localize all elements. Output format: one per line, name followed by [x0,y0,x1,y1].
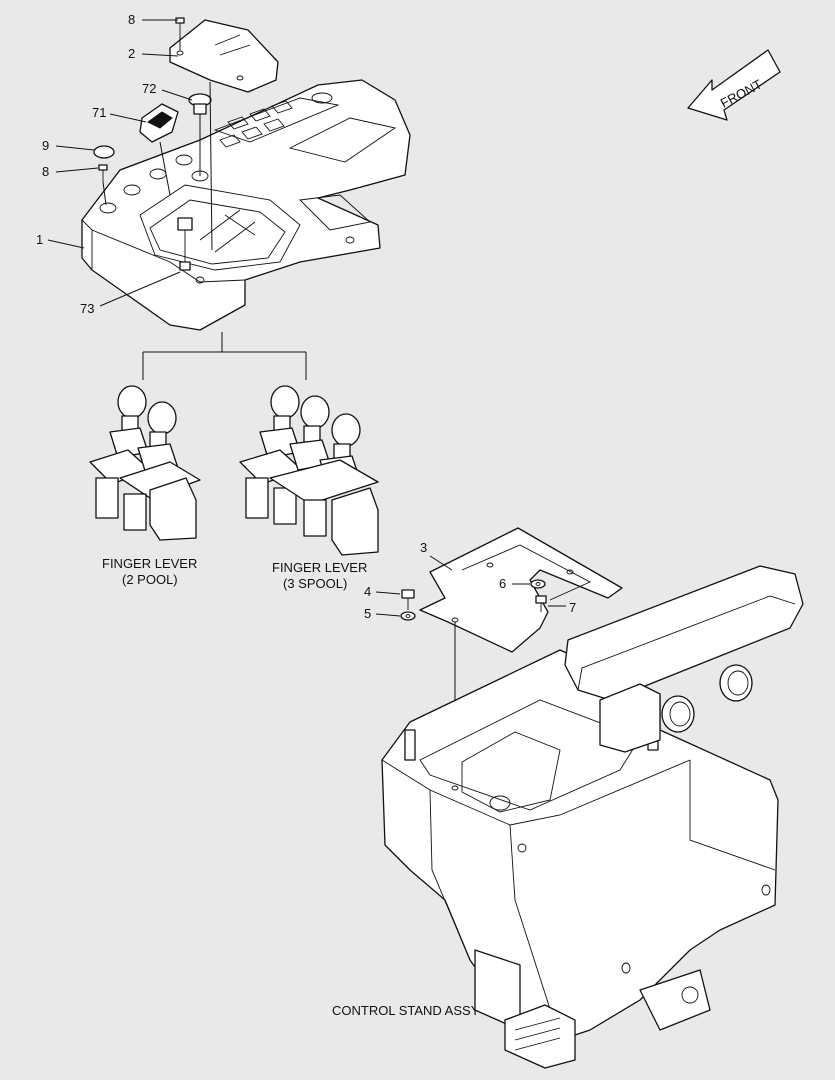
lever-e [269,413,379,556]
control-stand [381,565,804,1069]
washer-6 [530,579,546,589]
callout-6: 6 [499,576,506,591]
callout-71: 71 [92,105,106,120]
harness-73 [177,217,193,271]
callouts-upper: 8 2 72 71 9 8 1 73 [36,12,193,316]
callout-9: 9 [42,138,49,153]
callout-72: 72 [142,81,156,96]
lever-c [239,385,303,519]
callout-8-left: 8 [42,164,49,179]
caption-control-stand: CONTROL STAND ASSY [332,1003,480,1018]
callout-3: 3 [420,540,427,555]
bracket-3 [419,527,623,653]
washer-5 [400,611,416,621]
caption-finger-2-line1: FINGER LEVER [102,556,197,571]
rocker-switch-71 [139,103,179,143]
callout-73: 73 [80,301,94,316]
button-72 [188,93,212,115]
captions: FINGER LEVER (2 POOL) FINGER LEVER (3 SP… [102,556,480,1018]
lever-b [119,401,201,541]
finger-lever-2-spool [89,385,201,541]
callout-1: 1 [36,232,43,247]
console-cover [81,79,411,331]
plug-9 [93,145,115,159]
callout-4: 4 [364,584,371,599]
caption-finger-3-line1: FINGER LEVER [272,560,367,575]
bolt-7 [535,595,547,612]
bolt-4 [401,589,415,610]
caption-finger-3-line2: (3 SPOOL) [283,576,347,591]
callout-7: 7 [569,600,576,615]
caption-finger-2-line2: (2 POOL) [122,572,178,587]
callout-5: 5 [364,606,371,621]
variant-bracket [142,332,307,380]
screw-8-top [175,17,185,36]
front-arrow: FRONT [687,49,781,121]
finger-lever-3-spool [239,385,379,556]
cover-plate [169,19,279,93]
assembly-lines [102,36,213,251]
callout-2: 2 [128,46,135,61]
screw-8-left [98,164,108,182]
callout-8-top: 8 [128,12,135,27]
